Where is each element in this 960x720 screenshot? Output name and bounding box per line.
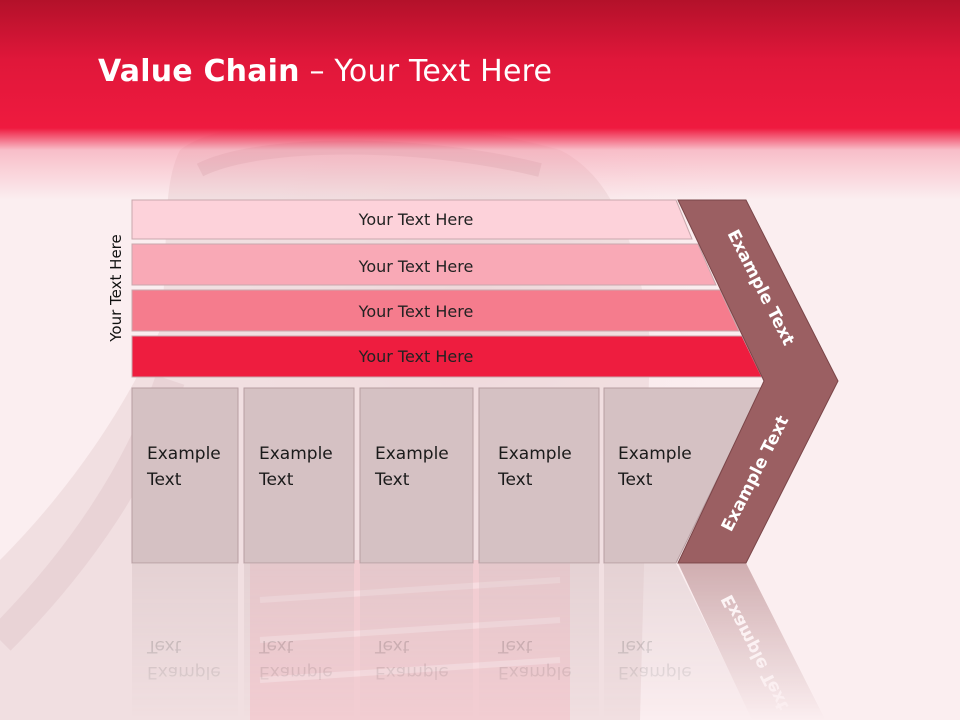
column-3-shape [359, 387, 474, 564]
column-3-line2: Text [374, 470, 410, 490]
bar-2-shape [131, 243, 717, 286]
page-title: Value Chain – Your Text Here [98, 54, 552, 89]
reflection-text: Text [146, 636, 182, 656]
column-2-line2: Text [258, 470, 294, 490]
title-rest: – Your Text Here [299, 54, 553, 89]
side-label: Your Text Here [107, 234, 125, 342]
bar-4-label: Your Text Here [358, 347, 474, 366]
bar-2-label: Your Text Here [358, 257, 474, 276]
reflection-text: Example [618, 662, 692, 682]
reflection-text: Example [147, 662, 221, 682]
title-bold: Value Chain [98, 54, 300, 89]
bar-3-label: Your Text Here [358, 302, 474, 321]
column-1-line1: Example [147, 444, 221, 464]
header-band [0, 0, 960, 200]
column-2-line1: Example [259, 444, 333, 464]
columns: Example Text Example Text Example Text E… [131, 387, 763, 564]
column-5-line2: Text [617, 470, 653, 490]
reflection-text: Example [259, 662, 333, 682]
column-5-line1: Example [618, 444, 692, 464]
reflection-text: Example [375, 662, 449, 682]
column-3-line1: Example [375, 444, 449, 464]
reflection-text: Text [374, 636, 410, 656]
bar-1-shape [131, 199, 693, 240]
bars: Your Text Here Your Text Here Your Text … [131, 199, 763, 378]
column-4-line1: Example [498, 444, 572, 464]
column-2-shape [243, 387, 355, 564]
reflection-text: Text [258, 636, 294, 656]
reflection-text: Text [497, 636, 533, 656]
reflection-text: Text [617, 636, 653, 656]
diagram-reflection: Example Text Example Text Example Text E… [132, 563, 826, 720]
bar-3-shape [131, 289, 740, 332]
reflection-text: Example [498, 662, 572, 682]
column-4-line2: Text [497, 470, 533, 490]
bar-1-label: Your Text Here [358, 210, 474, 229]
column-1-line2: Text [146, 470, 182, 490]
column-4-shape [478, 387, 600, 564]
